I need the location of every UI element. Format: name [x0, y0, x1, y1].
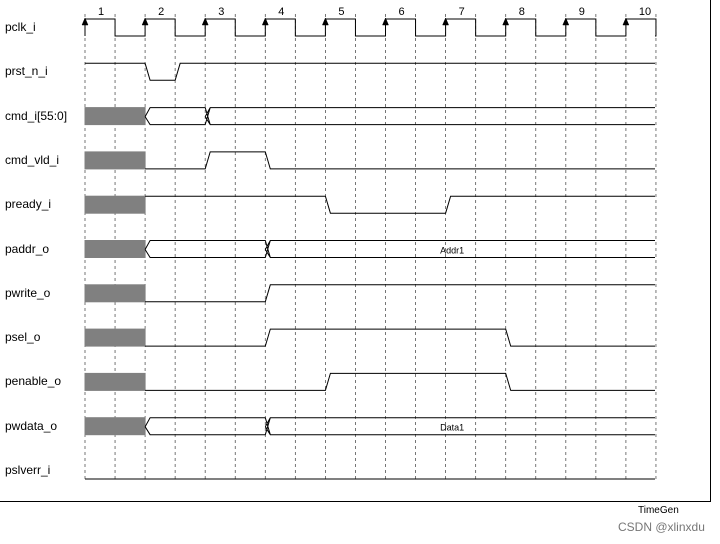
rising-edge-arrow — [141, 17, 149, 26]
signal-label: pslverr_i — [5, 463, 51, 477]
bit-wave — [145, 195, 655, 214]
tool-name: TimeGen — [638, 505, 679, 516]
bus-value-label: Addr1 — [440, 246, 464, 256]
rising-edge-arrow — [622, 17, 630, 26]
bit-wave — [145, 372, 655, 391]
bit-wave — [145, 328, 655, 347]
cycle-label: 4 — [278, 6, 284, 18]
cycle-label: 9 — [579, 6, 585, 18]
signal-label: pwrite_o — [5, 285, 51, 300]
signal-label: pclk_i — [5, 20, 36, 34]
signal-label: cmd_i[55:0] — [5, 108, 68, 123]
rising-edge-arrow — [502, 17, 510, 26]
undefined-region — [84, 328, 146, 347]
clock-wave — [84, 18, 657, 37]
cycle-label: 6 — [399, 6, 405, 18]
signal-label: cmd_vld_i — [5, 152, 60, 167]
rising-edge-arrow — [562, 17, 570, 26]
cycle-label: 10 — [639, 6, 651, 18]
undefined-region — [84, 240, 146, 258]
rising-edge-arrow — [201, 17, 209, 26]
bus-wave — [144, 417, 655, 436]
cycle-label: 2 — [158, 6, 164, 18]
signal-label: psel_o — [5, 330, 41, 345]
undefined-region — [84, 372, 146, 391]
undefined-region — [84, 284, 146, 303]
bit-wave — [145, 151, 655, 170]
cycle-label: 7 — [459, 6, 465, 18]
undefined-region — [84, 417, 146, 436]
undefined-region — [84, 107, 146, 126]
signal-label: pready_i — [5, 197, 52, 212]
watermark: CSDN @xlinxdu — [618, 520, 705, 534]
cycle-label: 1 — [98, 6, 104, 18]
bus-wave — [144, 240, 655, 258]
diagram-frame — [0, 0, 711, 502]
signal-label: penable_o — [5, 374, 62, 389]
rising-edge-arrow — [322, 17, 329, 26]
rising-edge-arrow — [442, 17, 449, 26]
bit-wave — [145, 284, 655, 303]
bit-wave — [85, 62, 655, 81]
cycle-label: 3 — [218, 6, 224, 18]
cycle-label: 8 — [519, 6, 525, 18]
rising-edge-arrow — [261, 17, 269, 26]
signal-label: prst_n_i — [5, 64, 48, 79]
rising-edge-arrow — [81, 17, 89, 26]
undefined-region — [84, 151, 146, 170]
signal-label: pwdata_o — [5, 418, 58, 433]
bus-value-label: Data1 — [440, 423, 464, 433]
cycle-label: 5 — [338, 6, 344, 18]
rising-edge-arrow — [382, 17, 389, 26]
undefined-region — [84, 195, 146, 214]
bus-wave — [144, 107, 655, 126]
signal-label: paddr_o — [5, 241, 50, 256]
